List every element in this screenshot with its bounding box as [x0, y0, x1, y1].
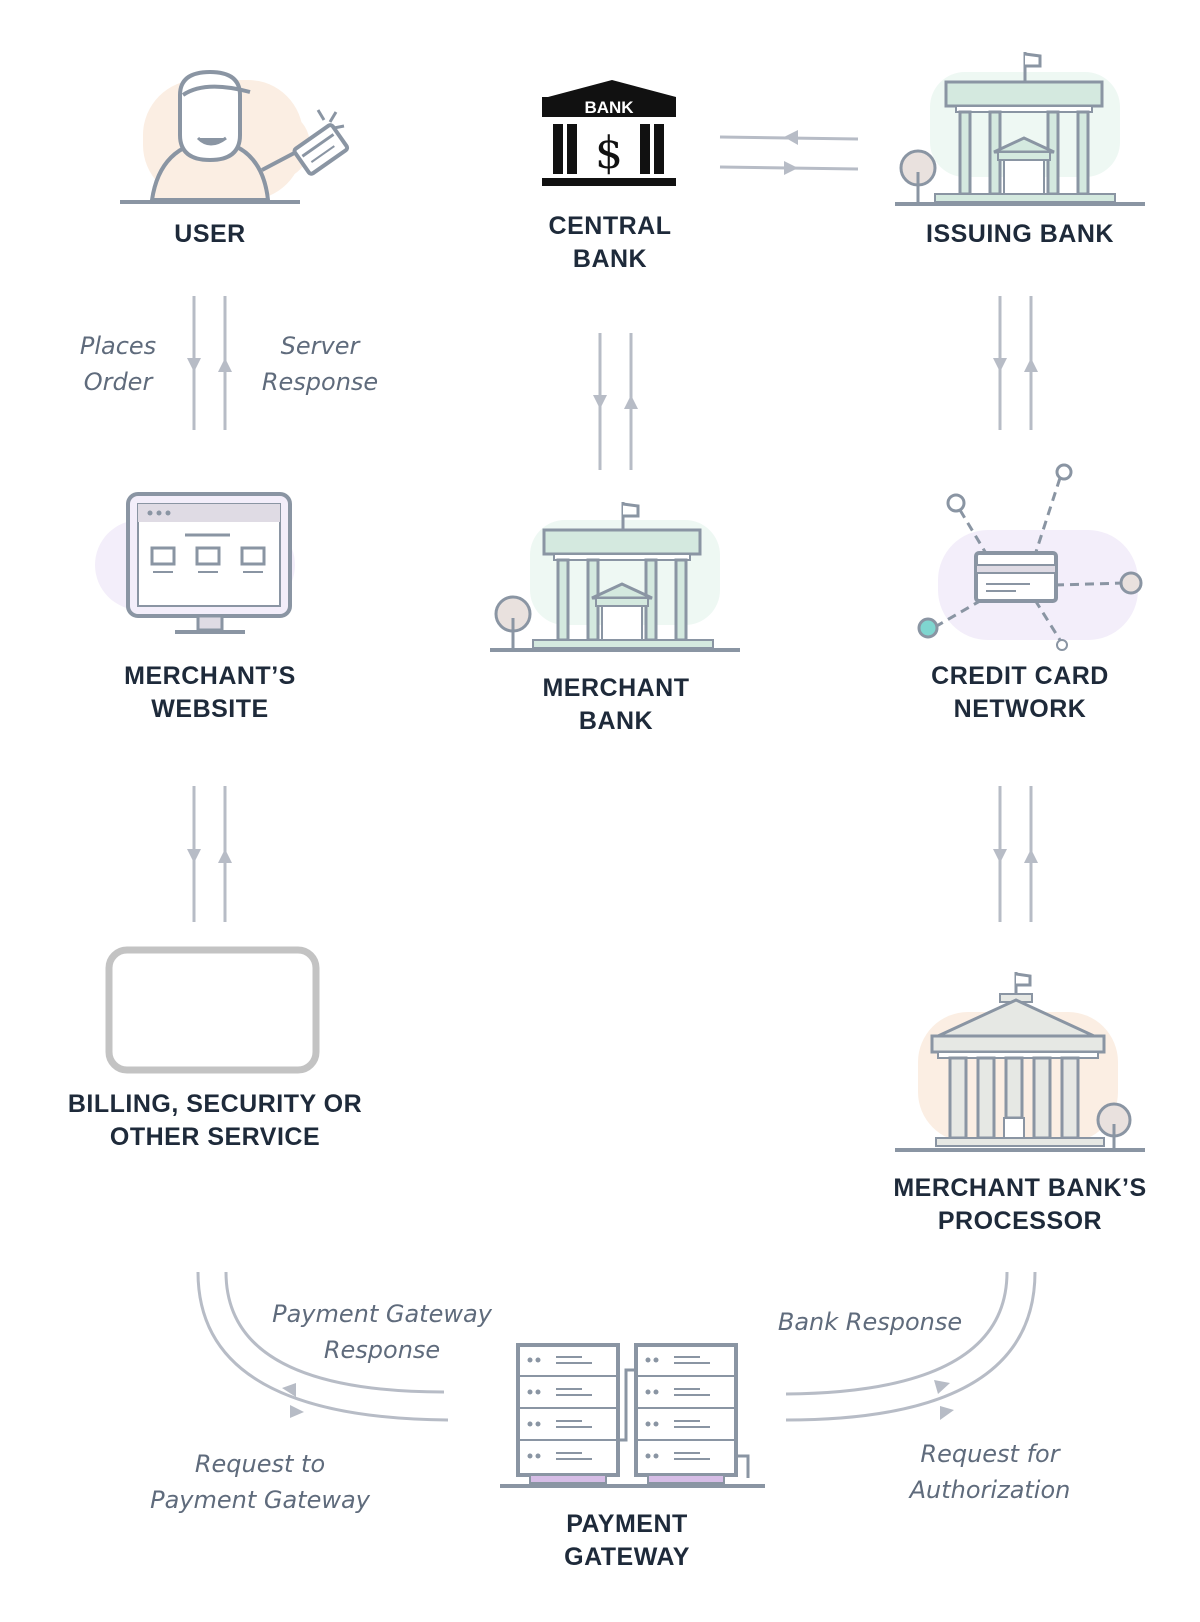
central-bank-sign: BANK: [584, 98, 634, 117]
connector-lines: [187, 130, 1038, 1422]
merchant-website-label-line2: WEBSITE: [151, 695, 269, 723]
merchant-bank-icon: [490, 502, 740, 652]
connector-central-merchantbank: [593, 333, 638, 470]
payment-gateway-label-line1: PAYMENT: [566, 1510, 688, 1538]
payment-gateway-label-line2: GATEWAY: [564, 1543, 690, 1571]
payment-gateway-label: PAYMENT GATEWAY: [527, 1508, 727, 1574]
merchant-bank-processor-label: MERCHANT BANK’S PROCESSOR: [870, 1172, 1170, 1238]
central-bank-icon: BANK $: [542, 80, 676, 186]
merchant-website-label-line1: MERCHANT’S: [124, 662, 296, 690]
credit-card-network-icon: [917, 463, 1143, 651]
user-label: USER: [110, 218, 310, 251]
connector-website-billing: [187, 786, 232, 922]
request-for-authorization-label: Request for Authorization: [880, 1436, 1100, 1508]
billing-service-label-line2: OTHER SERVICE: [109, 1123, 321, 1151]
dollar-symbol: $: [595, 128, 623, 179]
credit-card-network-label-line2: NETWORK: [953, 695, 1087, 723]
merchant-bank-processor-label-line2: PROCESSOR: [937, 1207, 1103, 1235]
places-order-label: Places Order: [58, 328, 178, 400]
connector-processor-gateway: [785, 1271, 1037, 1422]
billing-service-label: BILLING, SECURITY OR OTHER SERVICE: [50, 1088, 380, 1154]
bank-response-label: Bank Response: [770, 1304, 970, 1340]
request-to-payment-gateway-line2: Payment Gateway: [150, 1486, 370, 1514]
request-for-authorization-line1: Request for: [920, 1440, 1060, 1468]
server-response-label: Server Response: [245, 328, 395, 400]
user-label-line1: USER: [174, 220, 246, 248]
request-to-payment-gateway-line1: Request to: [194, 1450, 326, 1478]
credit-card-network-label: CREDIT CARD NETWORK: [900, 660, 1140, 726]
payment-gateway-response-line1: Payment Gateway: [272, 1300, 492, 1328]
connector-issuing-network: [993, 296, 1038, 430]
request-for-authorization-line2: Authorization: [909, 1476, 1071, 1504]
billing-service-label-line1: BILLING, SECURITY OR: [67, 1090, 363, 1118]
merchant-bank-label-line1: MERCHANT: [542, 674, 690, 702]
payment-gateway-response-label: Payment Gateway Response: [262, 1296, 502, 1368]
request-to-payment-gateway-label: Request to Payment Gateway: [140, 1446, 380, 1518]
payment-gateway-response-line2: Response: [323, 1336, 441, 1364]
central-bank-label-line1: CENTRAL: [548, 212, 672, 240]
payment-gateway-icon: [500, 1343, 765, 1488]
billing-service-icon: [105, 946, 320, 1074]
bank-response-line1: Bank Response: [777, 1308, 963, 1336]
connector-network-processor: [993, 786, 1038, 922]
central-bank-label: CENTRAL BANK: [510, 210, 710, 276]
user-icon: [120, 69, 350, 204]
credit-card-network-label-line1: CREDIT CARD: [931, 662, 1109, 690]
places-order-line1: Places: [79, 332, 157, 360]
server-response-line1: Server: [280, 332, 360, 360]
merchant-bank-processor-icon: [895, 972, 1145, 1152]
connector-central-issuing: [719, 130, 859, 175]
issuing-bank-icon: [895, 52, 1145, 206]
connector-user-website: [187, 296, 232, 430]
issuing-bank-label: ISSUING BANK: [890, 218, 1150, 251]
merchant-bank-processor-label-line1: MERCHANT BANK’S: [893, 1174, 1147, 1202]
merchant-bank-label-line2: BANK: [578, 707, 654, 735]
central-bank-label-line2: BANK: [572, 245, 648, 273]
places-order-line2: Order: [83, 368, 153, 396]
issuing-bank-label-line1: ISSUING BANK: [926, 220, 1114, 248]
merchant-website-icon: [95, 492, 295, 634]
merchant-bank-label: MERCHANT BANK: [516, 672, 716, 738]
connector-billing-gateway: [196, 1271, 449, 1422]
server-response-line2: Response: [261, 368, 379, 396]
merchant-website-label: MERCHANT’S WEBSITE: [90, 660, 330, 726]
